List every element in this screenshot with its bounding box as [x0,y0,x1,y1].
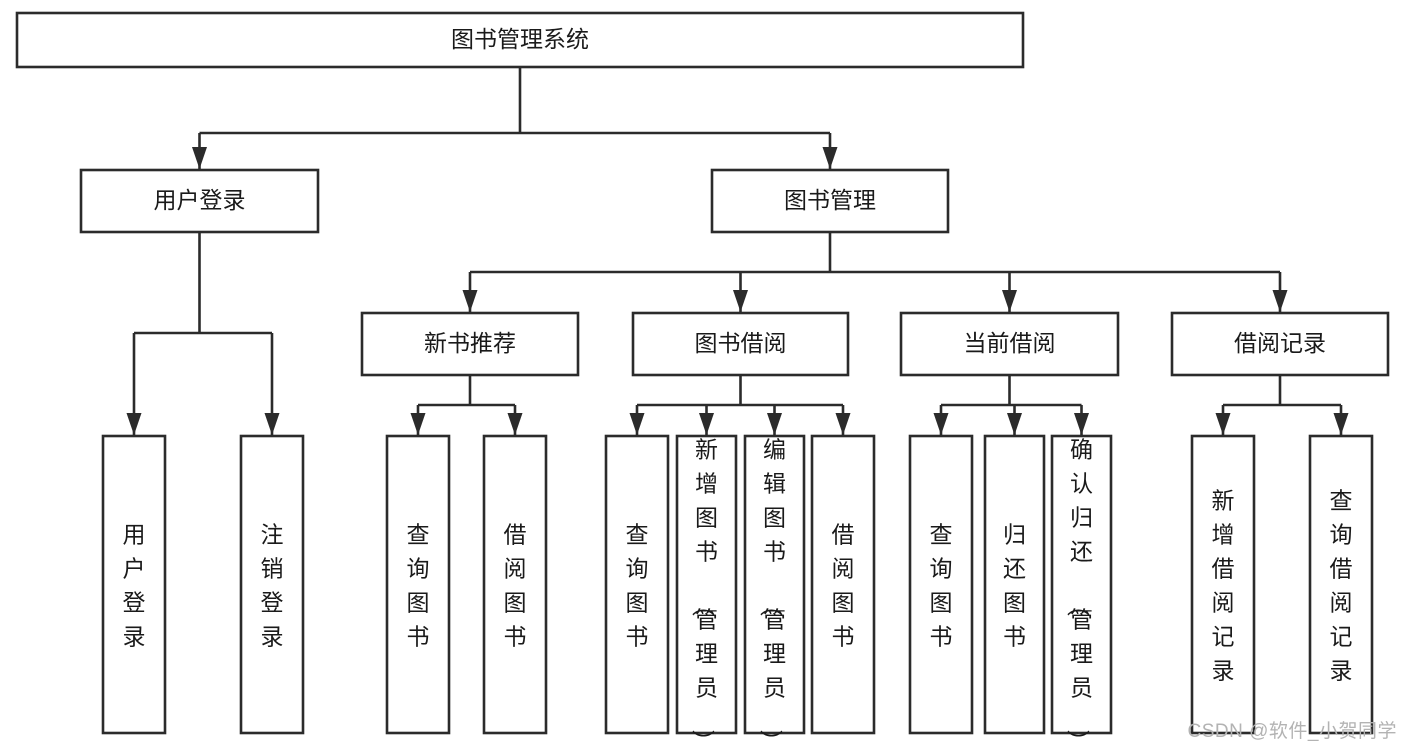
node-leaf-query-book-rec-label: 查询图书 [407,522,430,650]
node-leaf-query-book-rec[interactable]: 查询图书 [385,434,451,735]
arrow-head-icon [767,413,782,435]
arrow-head-icon [264,413,280,435]
node-leaf-user-logout-box[interactable] [239,434,305,735]
arrow-head-icon [1007,413,1022,435]
node-current-borrow-box[interactable] [899,311,1120,377]
node-leaf-query-book-borrow-label: 查询图书 [626,522,649,650]
node-book-manage-box[interactable] [710,168,950,234]
arrow-head-icon [1272,290,1288,312]
node-leaf-query-record-box[interactable] [1308,434,1374,735]
arrow-head-icon [410,413,426,435]
node-new-book-recommend-label: 新书推荐 [424,330,516,356]
node-leaf-add-book-box[interactable] [675,434,738,735]
arrow-head-icon [835,413,851,435]
arrow-head-icon [507,413,523,435]
node-leaf-add-record-label: 新增借阅记录 [1212,488,1235,684]
node-leaf-borrow-book-box[interactable] [810,434,876,735]
node-leaf-return-book[interactable]: 归还图书 [983,434,1046,735]
node-leaf-user-logout-label: 注销登录 [261,522,284,650]
node-leaf-user-logout[interactable]: 注销登录 [239,434,305,735]
node-new-book-recommend-box[interactable] [360,311,580,377]
node-leaf-query-record-label: 查询借阅记录 [1330,488,1353,684]
node-book-borrow-label: 图书借阅 [695,330,787,356]
node-leaf-query-record[interactable]: 查询借阅记录 [1308,434,1374,735]
node-book-borrow-box[interactable] [631,311,850,377]
node-leaf-query-book-borrow-box[interactable] [604,434,670,735]
arrow-head-icon [1215,413,1231,435]
node-leaf-user-login-label: 用户登录 [123,522,146,650]
node-root-book-management-system-box[interactable] [15,11,1025,69]
node-leaf-borrow-book-label: 借阅图书 [832,522,855,650]
node-current-borrow-label: 当前借阅 [964,330,1056,356]
node-leaf-user-login[interactable]: 用户登录 [101,434,167,735]
node-borrow-record-box[interactable] [1170,311,1390,377]
node-leaf-confirm-return[interactable]: 确认归还（管理员） [1050,434,1113,747]
node-leaf-borrow-book[interactable]: 借阅图书 [810,434,876,735]
node-leaf-confirm-return-box[interactable] [1050,434,1113,735]
node-leaf-edit-book-label: 编辑图书（管理员） [758,437,786,747]
node-book-manage-label: 图书管理 [784,187,876,213]
node-leaf-borrow-book-rec[interactable]: 借阅图书 [482,434,548,735]
node-leaf-edit-book-box[interactable] [743,434,806,735]
node-book-manage[interactable]: 图书管理 [710,168,950,234]
node-leaf-add-book-label: 新增图书（管理员） [690,437,718,747]
arrow-head-icon [1333,413,1349,435]
node-leaf-user-login-box[interactable] [101,434,167,735]
arrow-head-icon [699,413,714,435]
arrow-head-icon [462,290,478,312]
node-leaf-query-book-rec-box[interactable] [385,434,451,735]
node-book-borrow[interactable]: 图书借阅 [631,311,850,377]
arrow-head-icon [733,290,748,312]
node-leaf-query-book-current-label: 查询图书 [930,522,953,650]
arrow-head-icon [1074,413,1089,435]
arrow-head-icon [933,413,949,435]
node-leaf-query-book-borrow[interactable]: 查询图书 [604,434,670,735]
node-leaf-return-book-label: 归还图书 [1003,522,1026,650]
node-user-login-label: 用户登录 [154,187,246,213]
connector-layer [126,67,1349,435]
arrow-head-icon [822,147,838,169]
node-leaf-borrow-book-rec-label: 借阅图书 [504,522,527,650]
node-leaf-add-record[interactable]: 新增借阅记录 [1190,434,1256,735]
node-leaf-query-book-current-box[interactable] [908,434,974,735]
node-user-login-box[interactable] [79,168,320,234]
node-leaf-borrow-book-rec-box[interactable] [482,434,548,735]
node-root-book-management-system[interactable]: 图书管理系统 [15,11,1025,69]
node-current-borrow[interactable]: 当前借阅 [899,311,1120,377]
node-leaf-add-record-box[interactable] [1190,434,1256,735]
node-leaf-return-book-box[interactable] [983,434,1046,735]
arrow-head-icon [629,413,645,435]
node-leaf-confirm-return-label: 确认归还（管理员） [1065,437,1093,747]
node-new-book-recommend[interactable]: 新书推荐 [360,311,580,377]
node-user-login[interactable]: 用户登录 [79,168,320,234]
node-leaf-query-book-current[interactable]: 查询图书 [908,434,974,735]
node-borrow-record[interactable]: 借阅记录 [1170,311,1390,377]
arrow-head-icon [192,147,207,169]
node-borrow-record-label: 借阅记录 [1234,330,1326,356]
arrow-head-icon [126,413,142,435]
arrow-head-icon [1002,290,1017,312]
node-root-book-management-system-label: 图书管理系统 [451,26,589,52]
node-leaf-edit-book[interactable]: 编辑图书（管理员） [743,434,806,747]
node-leaf-add-book[interactable]: 新增图书（管理员） [675,434,738,747]
node-layer: 图书管理系统用户登录图书管理新书推荐图书借阅当前借阅借阅记录用户登录注销登录查询… [15,11,1390,747]
